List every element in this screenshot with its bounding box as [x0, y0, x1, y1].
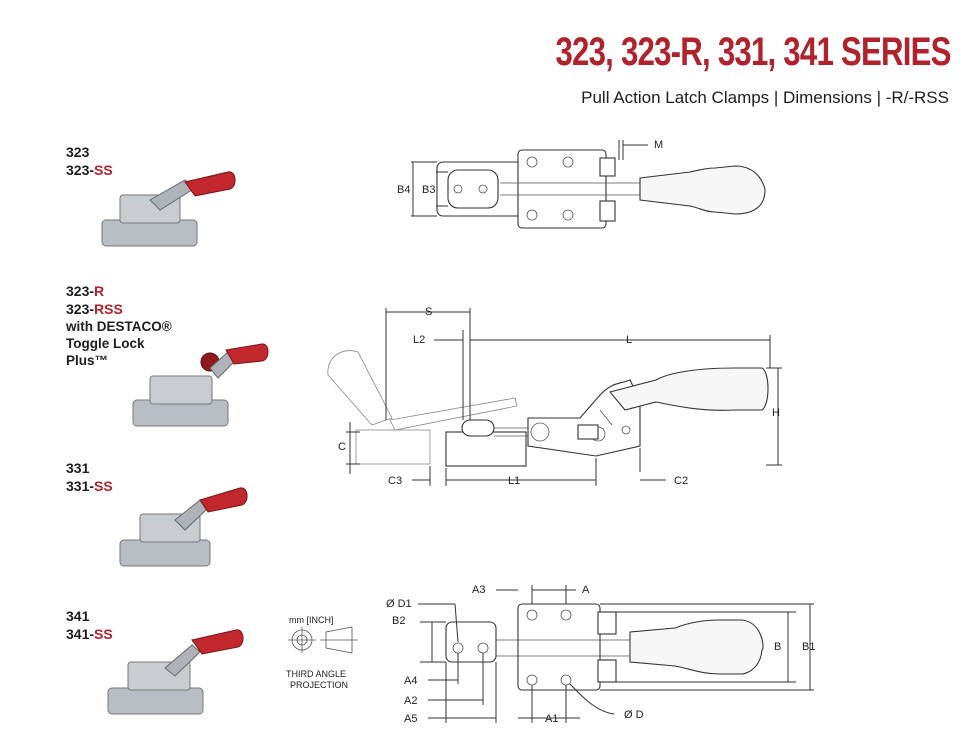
- dim-a2: A2: [404, 695, 417, 707]
- dim-b4: B4: [397, 184, 410, 196]
- dim-a1: A1: [545, 713, 558, 725]
- model-note-3: Plus™: [66, 353, 109, 368]
- product-photo-323: [101, 171, 236, 247]
- dim-a: A: [582, 584, 590, 596]
- model-ss-code: 323-SS: [66, 162, 113, 178]
- projection-label-2: PROJECTION: [290, 680, 348, 690]
- page-subtitle: Pull Action Latch Clamps | Dimensions | …: [581, 88, 949, 107]
- model-341-label: 341 341-SS: [66, 607, 113, 643]
- dim-a5: A5: [404, 713, 417, 725]
- dim-c3: C3: [388, 475, 402, 487]
- top-view-drawing: [436, 149, 766, 229]
- dim-l1: L1: [508, 475, 520, 487]
- dim-c: C: [338, 441, 346, 453]
- dim-l2: L2: [413, 334, 425, 346]
- model-ss-code: 341-SS: [66, 626, 113, 642]
- page-title: 323, 323-R, 331, 341 SERIES: [555, 30, 952, 74]
- dim-c2: C2: [674, 475, 688, 487]
- dim-a4: A4: [404, 675, 417, 687]
- dim-m: M: [654, 139, 663, 151]
- dim-a3: A3: [472, 584, 485, 596]
- model-ss-code: 331-SS: [66, 478, 113, 494]
- model-323-label: 323 323-SS: [66, 143, 113, 179]
- dim-d1: Ø D1: [386, 598, 412, 610]
- projection-units: mm [INCH]: [289, 615, 334, 625]
- dim-b2: B2: [392, 615, 405, 627]
- product-photo-341: [107, 629, 244, 715]
- dim-b3: B3: [422, 184, 435, 196]
- model-code: 341: [66, 608, 90, 624]
- dim-l: L: [626, 334, 632, 346]
- projection-label-1: THIRD ANGLE: [286, 669, 346, 679]
- side-view-dimensions: S L2 L H C C3 L1 C2: [338, 306, 782, 487]
- model-code: 323: [66, 144, 90, 160]
- bottom-view-drawing: [445, 603, 764, 691]
- product-photo-331: [119, 487, 248, 567]
- model-note-1: with DESTACO®: [66, 319, 172, 334]
- dim-d: Ø D: [624, 709, 644, 721]
- side-view-drawing: [327, 350, 769, 467]
- third-angle-projection-icon: mm [INCH] THIRD ANGLE PROJECTION: [286, 615, 358, 690]
- model-code: 331: [66, 460, 90, 476]
- product-photo-323r: [132, 343, 269, 427]
- model-323r-label: 323-R 323-RSS with DESTACO® Toggle Lock …: [66, 282, 172, 369]
- top-view-dimensions: B4 B3 M: [397, 139, 663, 217]
- dim-h: H: [772, 407, 780, 419]
- dim-s: S: [425, 306, 432, 318]
- model-r-code: 323-R: [66, 283, 105, 299]
- dim-b1: B1: [802, 641, 815, 653]
- model-note-2: Toggle Lock: [66, 336, 145, 351]
- model-rss-code: 323-RSS: [66, 301, 123, 317]
- dim-b: B: [774, 641, 781, 653]
- bottom-view-dimensions: A3 A Ø D1 B2 A4 A2 A5 A1 Ø D B B1: [386, 584, 815, 725]
- model-331-label: 331 331-SS: [66, 459, 113, 495]
